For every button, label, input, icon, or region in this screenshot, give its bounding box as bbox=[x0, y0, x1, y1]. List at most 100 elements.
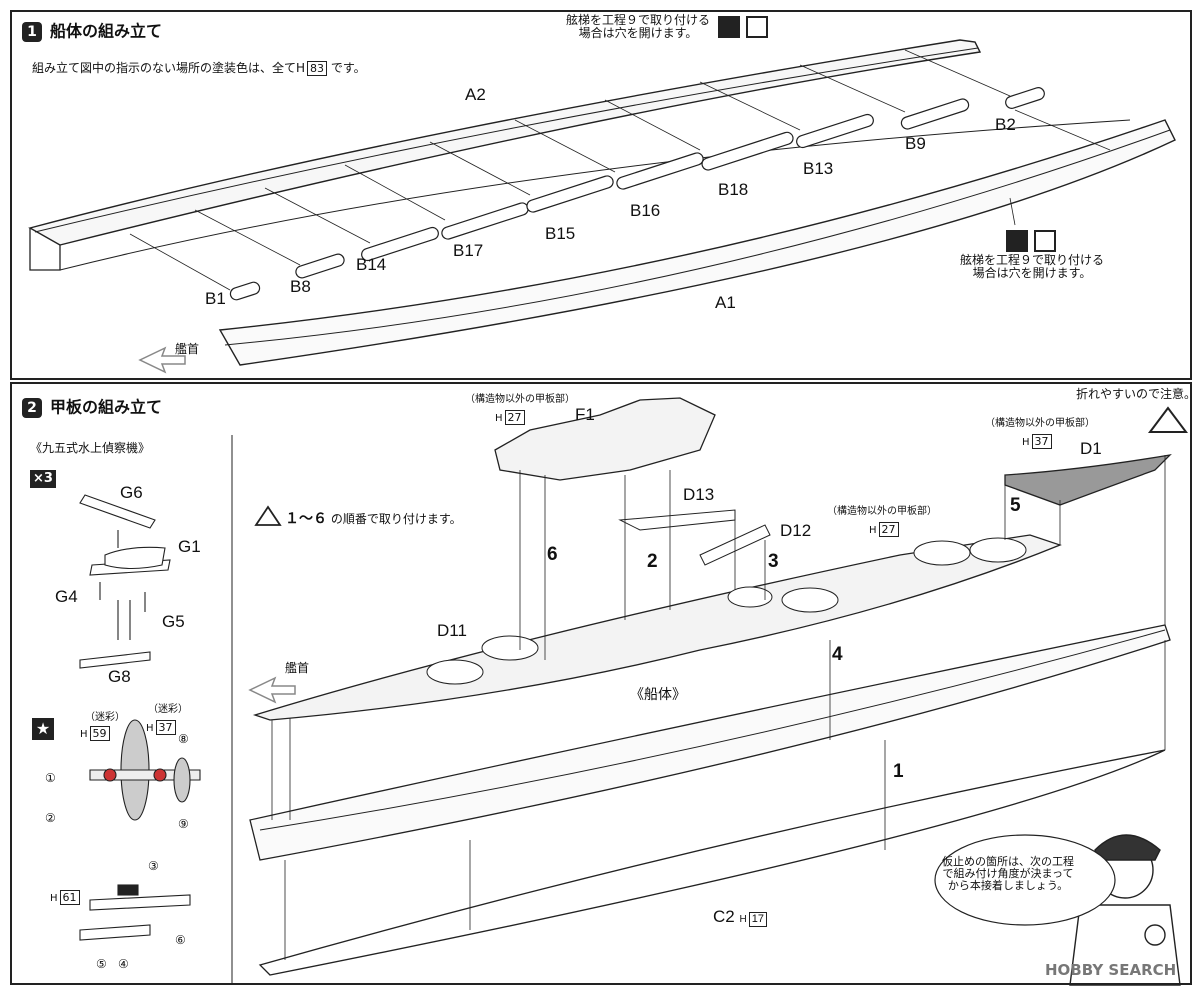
decal-9: ⑨ bbox=[178, 817, 189, 831]
decal-5: ⑤ bbox=[96, 957, 107, 971]
step-4: 4 bbox=[832, 644, 843, 665]
color-note-text: 組み立て図中の指示のない場所の塗装色は、全てH bbox=[32, 61, 306, 75]
callout-top-line2: 場合は穴を開けます。 bbox=[578, 26, 698, 41]
hull-label: 《船体》 bbox=[630, 687, 686, 703]
color-h27a-box: 27 bbox=[504, 410, 525, 425]
part-B1: B1 bbox=[205, 289, 226, 308]
step-6: 6 bbox=[547, 544, 558, 565]
part-D11: D11 bbox=[437, 621, 467, 640]
callout-top-line1: 舷梯を工程９で取り付ける bbox=[566, 13, 711, 27]
step1-title: 船体の組み立て bbox=[50, 21, 163, 41]
color-h37b-box: 37 bbox=[1031, 434, 1052, 449]
part-B14: B14 bbox=[356, 255, 387, 274]
decal-4: ④ bbox=[118, 957, 129, 971]
deck-note-d12: （構造物以外の甲板部） bbox=[827, 506, 937, 517]
speech-line2: で組み付け角度が決まって bbox=[942, 867, 1074, 881]
plane-qty-badge: ×3 bbox=[30, 470, 56, 489]
camo-note-2: （迷彩） bbox=[148, 704, 188, 715]
step1-header: 1 船体の組み立て bbox=[22, 22, 162, 42]
part-B2: B2 bbox=[995, 115, 1016, 134]
drill-icon bbox=[1006, 230, 1028, 252]
speech-line1: 仮止めの箇所は、次の工程 bbox=[942, 855, 1074, 868]
color-h61-box: 61 bbox=[59, 890, 80, 905]
deck-note-f1: （構造物以外の甲板部） bbox=[465, 394, 575, 405]
open-hole-icon bbox=[1034, 230, 1056, 252]
step-3: 3 bbox=[768, 551, 779, 572]
step-5: 5 bbox=[1010, 495, 1021, 516]
part-D13: D13 bbox=[683, 485, 715, 504]
h-prefix: H bbox=[50, 893, 58, 904]
part-G4: G4 bbox=[55, 587, 78, 606]
part-B18: B18 bbox=[718, 180, 749, 199]
part-B13: B13 bbox=[803, 159, 834, 178]
open-hole-icon bbox=[746, 16, 768, 38]
part-A2: A2 bbox=[465, 85, 486, 104]
callout-right-line1: 舷梯を工程９で取り付ける bbox=[960, 253, 1105, 267]
color-h27b-box: 27 bbox=[878, 522, 899, 537]
part-D1: D1 bbox=[1080, 439, 1102, 458]
bow-label-step1: 艦首 bbox=[175, 342, 200, 356]
callout-top: 舷梯を工程９で取り付ける 場合は穴を開けます。 bbox=[566, 13, 711, 41]
color-h37-box: 37 bbox=[155, 720, 176, 735]
order-suffix: の順番で取り付けます。 bbox=[327, 512, 462, 526]
part-B16: B16 bbox=[630, 201, 661, 220]
step1-panel bbox=[10, 10, 1192, 380]
part-F1: F1 bbox=[575, 405, 595, 424]
step-1: 1 bbox=[893, 761, 904, 782]
callout-right-line2: 場合は穴を開けます。 bbox=[972, 266, 1092, 281]
h-prefix: H bbox=[495, 413, 503, 424]
h-prefix: H bbox=[869, 525, 877, 536]
part-B9: B9 bbox=[905, 134, 926, 153]
drill-icon bbox=[718, 16, 740, 38]
order-range: １～６ bbox=[285, 511, 327, 527]
part-D12: D12 bbox=[780, 521, 812, 540]
speech-line3: から本接着しましょう。 bbox=[947, 879, 1069, 893]
part-G5: G5 bbox=[162, 612, 185, 631]
part-B17: B17 bbox=[453, 241, 484, 260]
part-G8: G8 bbox=[108, 667, 131, 686]
order-note: １～６ の順番で取り付けます。 bbox=[285, 511, 462, 527]
star-icon: ★ bbox=[32, 718, 54, 740]
decal-3: ③ bbox=[148, 859, 159, 873]
step-2: 2 bbox=[647, 551, 658, 572]
h-prefix: H bbox=[739, 914, 747, 925]
camo-note-1: （迷彩） bbox=[85, 712, 125, 723]
decal-6: ⑥ bbox=[175, 933, 186, 947]
h-prefix: H bbox=[1022, 437, 1030, 448]
decal-8: ⑧ bbox=[178, 732, 189, 746]
part-B8: B8 bbox=[290, 277, 311, 296]
h-prefix: H bbox=[146, 723, 154, 734]
deck-note-d1: （構造物以外の甲板部） bbox=[985, 418, 1095, 429]
h-prefix: H bbox=[80, 729, 88, 740]
color-h17-box: 17 bbox=[748, 912, 767, 927]
speech-text: 仮止めの箇所は、次の工程 で組み付け角度が決まって から本接着しましょう。 bbox=[942, 855, 1074, 893]
step2-panel bbox=[10, 382, 1192, 985]
step2-header: 2 甲板の組み立て bbox=[22, 398, 162, 418]
decal-1: ① bbox=[45, 771, 56, 785]
fragile-note: 折れやすいので注意。 bbox=[1076, 387, 1197, 401]
part-A1: A1 bbox=[715, 293, 736, 312]
part-G6: G6 bbox=[120, 483, 143, 502]
watermark: HOBBY SEARCH bbox=[1045, 961, 1177, 979]
step2-title: 甲板の組み立て bbox=[50, 397, 163, 417]
color-h59-box: 59 bbox=[89, 726, 110, 741]
part-C2-label: C2 bbox=[713, 907, 735, 926]
callout-right: 舷梯を工程９で取り付ける 場合は穴を開けます。 bbox=[960, 253, 1105, 281]
part-B15: B15 bbox=[545, 224, 576, 243]
color-h83-box: 83 bbox=[307, 61, 328, 76]
decal-2: ② bbox=[45, 811, 56, 825]
color-note-suffix: です。 bbox=[327, 61, 366, 75]
part-G1: G1 bbox=[178, 537, 201, 556]
plane-title: 《九五式水上偵察機》 bbox=[30, 441, 151, 455]
step2-number: 2 bbox=[22, 398, 42, 418]
step1-number: 1 bbox=[22, 22, 42, 42]
